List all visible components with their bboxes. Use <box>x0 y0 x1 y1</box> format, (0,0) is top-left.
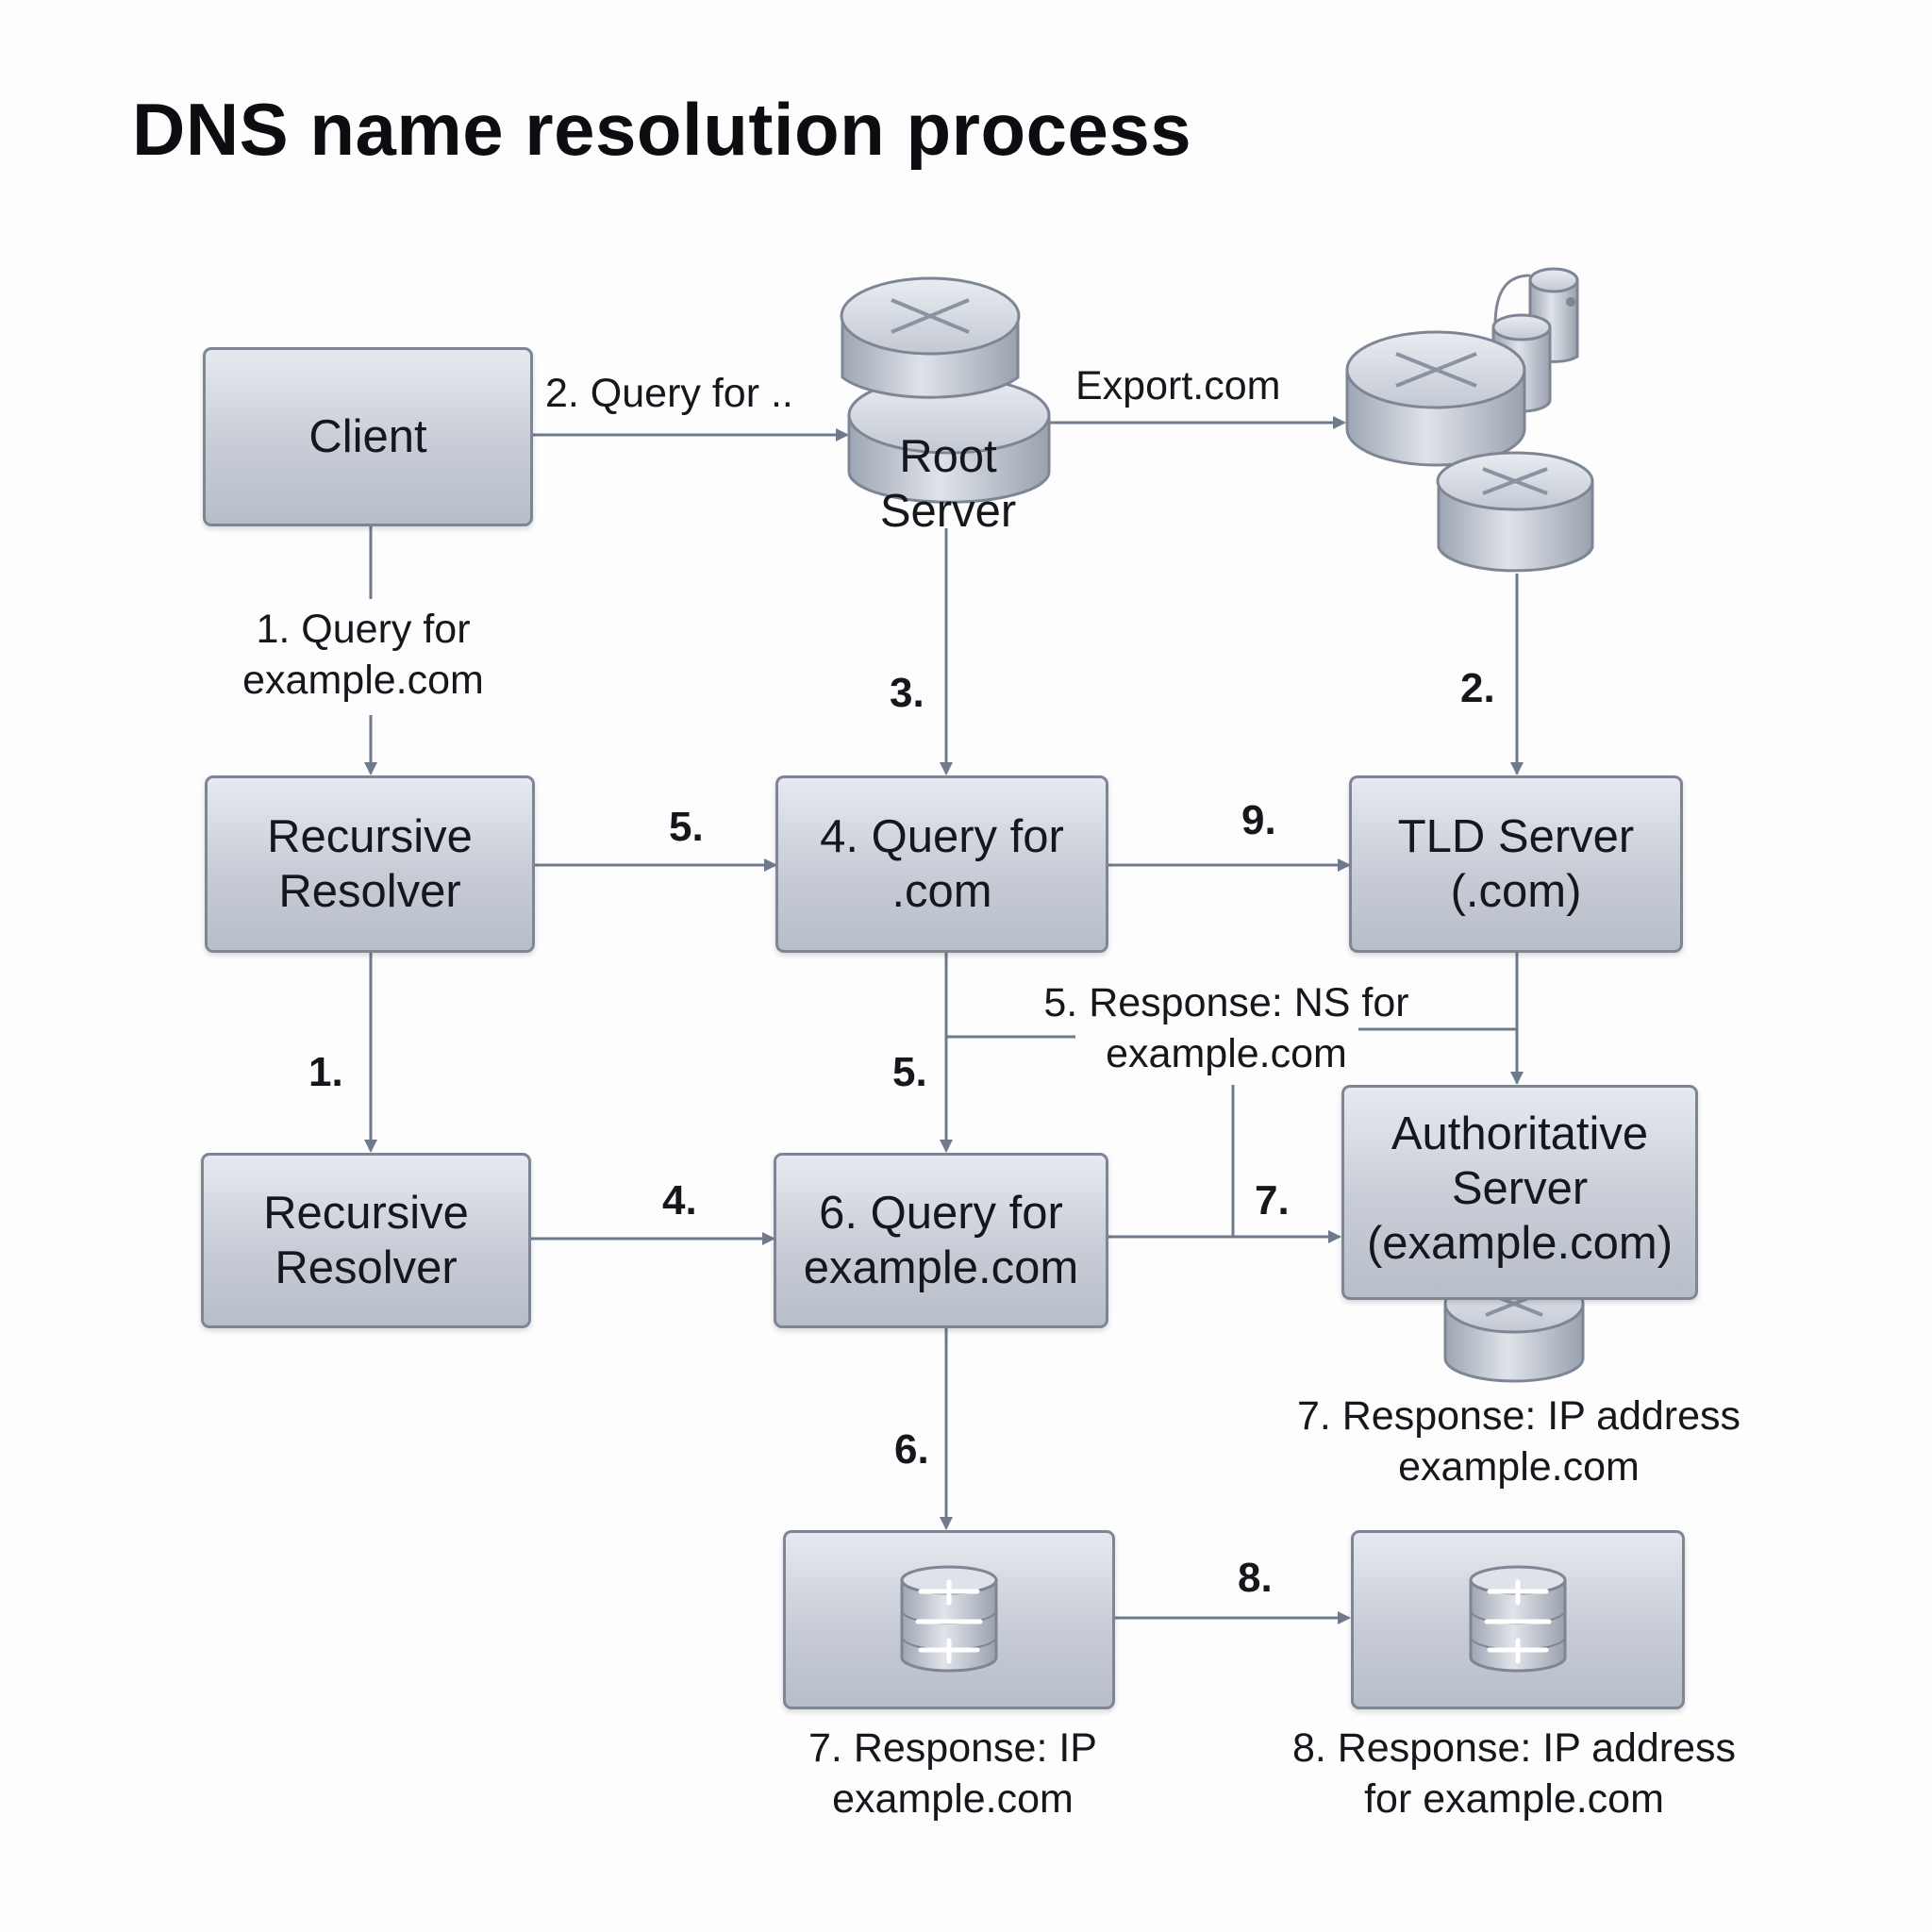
label-query-client-resolver: 1. Query for example.com <box>242 607 484 703</box>
authoritative-server-label: Authoritative Server (example.com) <box>1366 1108 1674 1269</box>
tld-server-node[interactable]: TLD Server (.com) <box>1349 775 1683 953</box>
client-label: Client <box>308 411 427 462</box>
label-response-ip-right: 8. Response: IP address for example.com <box>1291 1725 1737 1822</box>
step-number: 9. <box>1241 797 1276 843</box>
step-number: 3. <box>890 670 924 716</box>
client-node[interactable]: Client <box>203 347 533 526</box>
recursive-resolver-label-2: Recursive Resolver <box>263 1188 469 1293</box>
label-response-ip-left: 7. Response: IP example.com <box>808 1725 1097 1822</box>
label-response-ns: 5. Response: NS for example.com <box>1043 980 1409 1076</box>
tld-server-label: TLD Server (.com) <box>1397 811 1635 917</box>
tld-cluster-icon <box>1345 267 1594 573</box>
server-stack-icon <box>900 1565 998 1673</box>
step-number: 6. <box>894 1426 929 1473</box>
label-response-ip-auth: 7. Response: IP address example.com <box>1296 1393 1741 1490</box>
query-com-label: 4. Query for .com <box>820 811 1064 917</box>
recursive-resolver-node-2[interactable]: Recursive Resolver <box>201 1153 531 1328</box>
step-number: 5. <box>669 804 704 850</box>
step-number: 5. <box>892 1049 927 1095</box>
recursive-resolver-node-1[interactable]: Recursive Resolver <box>205 775 535 953</box>
query-example-label: 6. Query for example.com <box>803 1188 1079 1293</box>
query-com-node[interactable]: 4. Query for .com <box>775 775 1108 953</box>
ip-response-box-left[interactable] <box>783 1530 1115 1709</box>
step-number: 1. <box>308 1049 343 1095</box>
label-export-com: Export.com <box>1075 363 1281 408</box>
query-example-node[interactable]: 6. Query for example.com <box>774 1153 1108 1328</box>
label-query-client-root: 2. Query for .. <box>545 371 793 416</box>
server-stack-icon <box>1469 1565 1567 1673</box>
root-server-icon <box>840 276 1051 504</box>
page-title: DNS name resolution process <box>132 88 1192 171</box>
step-number: 7. <box>1255 1177 1290 1224</box>
step-number: 4. <box>662 1177 697 1224</box>
step-number: 8. <box>1238 1555 1273 1601</box>
step-number: 2. <box>1460 665 1495 711</box>
ip-response-box-right[interactable] <box>1351 1530 1685 1709</box>
root-server-label: Root Server <box>879 431 1017 537</box>
recursive-resolver-label-1: Recursive Resolver <box>267 811 473 917</box>
authoritative-server-node[interactable]: Authoritative Server (example.com) <box>1341 1085 1698 1300</box>
